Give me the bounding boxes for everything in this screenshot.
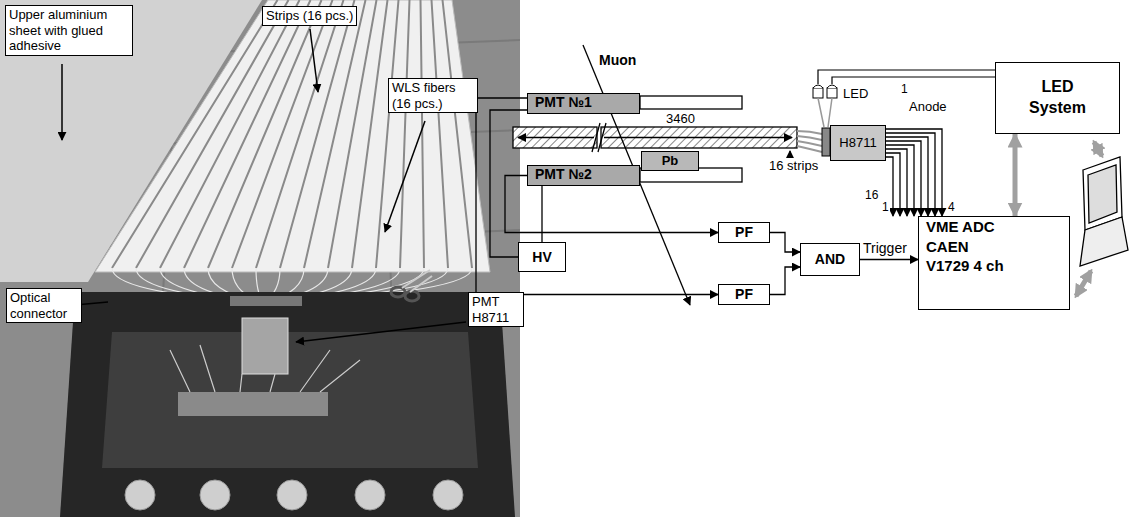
circuit-board xyxy=(178,392,328,416)
node-text: LED System xyxy=(1022,77,1094,119)
lead-absorber: Pb xyxy=(641,151,699,171)
particle-label: Muon xyxy=(598,52,637,69)
hv-supply-box: HV xyxy=(518,242,566,272)
floor-tiles xyxy=(0,0,520,517)
adc-box: VME ADC CAEN V1729 4 ch xyxy=(918,216,1070,310)
node-text: VME ADC CAEN V1729 4 ch xyxy=(926,217,1008,276)
node-text: PMT №1 xyxy=(535,94,592,111)
node-text: PF xyxy=(735,224,753,241)
node-text: Pb xyxy=(662,153,679,169)
photo-callout: WLS fibers (16 pcs.) xyxy=(388,78,478,113)
optical-connector xyxy=(230,296,302,306)
photo-callout: PMT H8711 xyxy=(468,292,524,327)
led-system-box: LED System xyxy=(995,62,1120,134)
signal-connector xyxy=(886,129,942,216)
node-text: PF xyxy=(735,286,753,303)
laptop-icon xyxy=(1080,157,1128,266)
data-link-arrow xyxy=(1076,271,1091,296)
cable-glands xyxy=(125,480,463,510)
connector-line xyxy=(886,133,935,216)
pmt-box: PMT №1 xyxy=(527,93,640,114)
connector-line xyxy=(770,267,800,295)
housing-tray xyxy=(102,332,478,468)
channel-number: 4 xyxy=(947,200,956,214)
fiber-bundle xyxy=(797,131,822,152)
node-text: HV xyxy=(532,249,551,266)
leader-line xyxy=(789,151,790,156)
signal-connector xyxy=(490,110,527,257)
pmt-housing xyxy=(60,292,515,517)
node-text: PMT №2 xyxy=(535,166,592,183)
break-mark xyxy=(592,123,606,152)
pulse-former-box: PF xyxy=(718,222,770,243)
signal-connector xyxy=(770,267,800,295)
wires xyxy=(170,345,360,392)
dimension-arrow xyxy=(604,137,792,138)
channel-number: 16 xyxy=(864,188,879,202)
photo xyxy=(0,0,520,517)
connector-line xyxy=(476,98,718,295)
signal-connector xyxy=(860,259,918,260)
pmt-box: PMT №2 xyxy=(527,165,640,186)
channel-number: 1 xyxy=(900,82,909,96)
scissors xyxy=(391,270,432,301)
connector-line xyxy=(1013,134,1018,216)
signal-connector xyxy=(542,186,543,242)
scintillator xyxy=(640,96,742,109)
connector-line xyxy=(886,129,942,216)
signal-name: Anode xyxy=(908,99,948,115)
photo-leaders xyxy=(62,29,466,342)
strip-bar xyxy=(513,127,597,148)
connector-line xyxy=(886,137,928,216)
fiber-connector xyxy=(822,128,830,156)
dimension-label: 3460 xyxy=(665,111,696,126)
connector-line xyxy=(490,110,527,257)
photo-callout: Strips (16 pcs.) xyxy=(262,6,357,26)
signal-connector xyxy=(476,98,718,295)
floor xyxy=(0,0,520,517)
edge-label: Trigger xyxy=(862,240,908,257)
multianode-pmt: H8711 xyxy=(830,125,886,161)
data-link-arrow xyxy=(1094,142,1102,156)
part-label: 16 strips xyxy=(768,158,819,174)
pulse-former-box: PF xyxy=(718,284,770,305)
connector-line xyxy=(886,145,914,216)
photo-callout: Upper aluminium sheet with glued adhesiv… xyxy=(5,5,133,56)
connector-line xyxy=(886,141,921,216)
pmt-block xyxy=(242,318,288,374)
coincidence-box: AND xyxy=(800,243,860,276)
control-link xyxy=(1015,134,1016,216)
node-text: H8711 xyxy=(839,135,876,151)
connector-line xyxy=(541,186,542,242)
channel-number: 1 xyxy=(881,200,890,214)
strip-panel xyxy=(95,0,490,272)
dimension-arrow xyxy=(518,137,594,138)
strip-bar xyxy=(601,127,797,148)
part-label: LED xyxy=(842,86,869,102)
signal-connector xyxy=(770,233,800,253)
connector-line xyxy=(860,259,918,260)
strip-grooves xyxy=(112,0,472,268)
led-light-guide xyxy=(818,98,832,127)
led-symbol xyxy=(813,85,837,98)
node-text: AND xyxy=(815,251,845,268)
connector-line xyxy=(770,233,800,253)
photo-callout: Optical connector xyxy=(6,288,82,323)
